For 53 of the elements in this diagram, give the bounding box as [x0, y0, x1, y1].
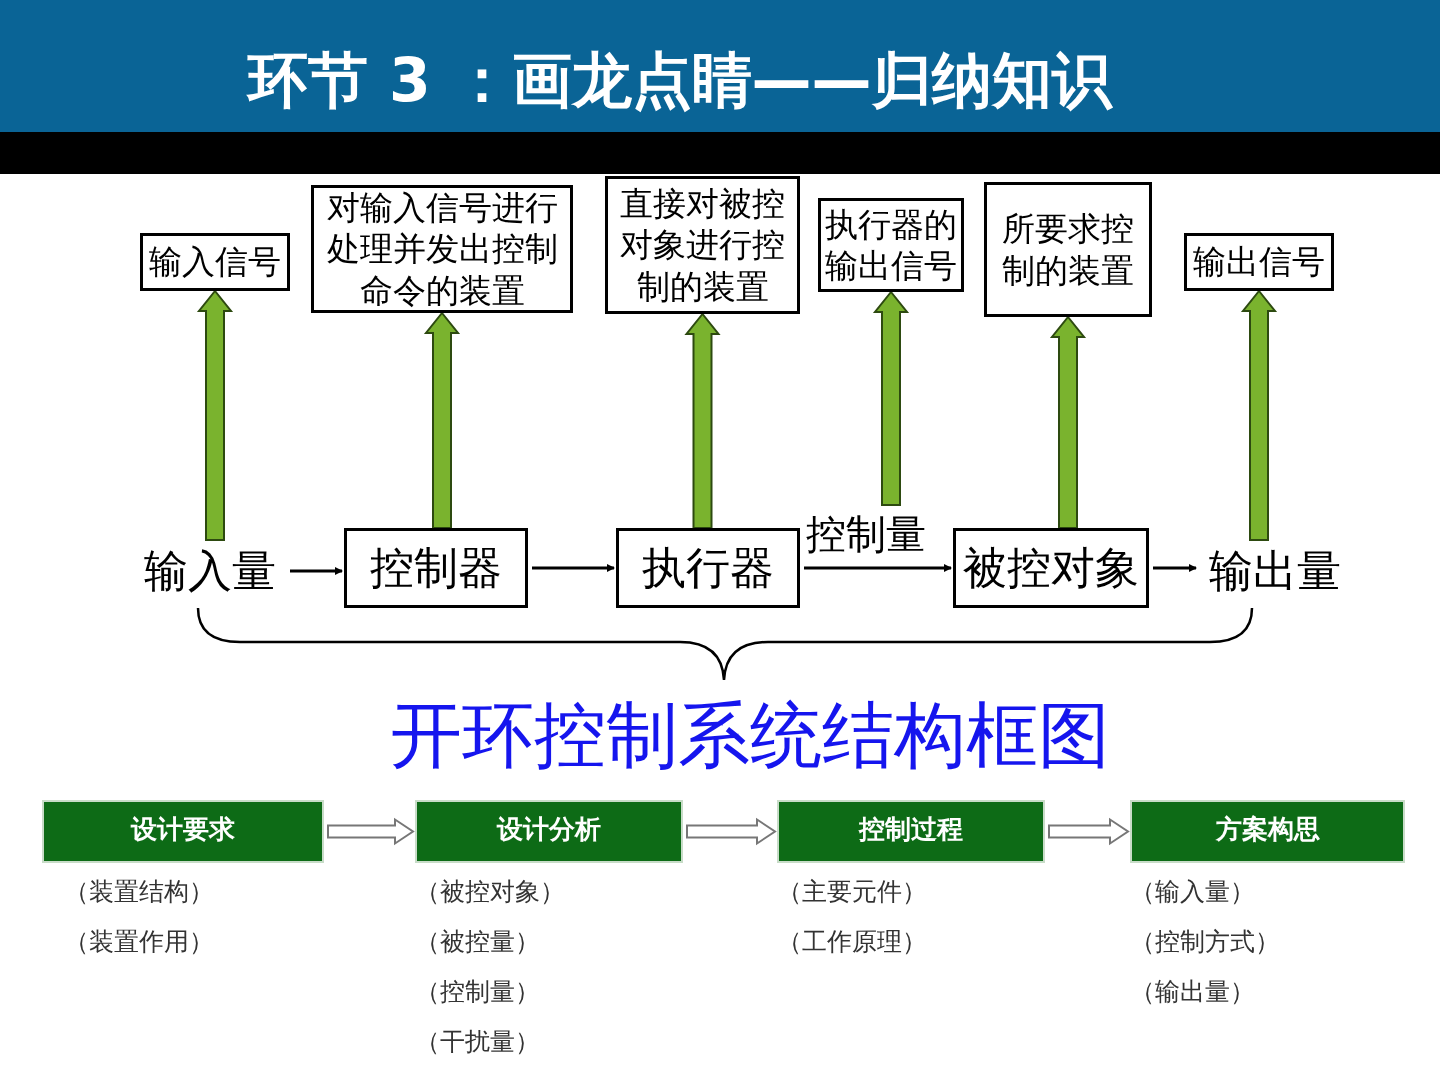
note-text: （工作原理）: [777, 926, 927, 958]
box-text: 设计分析: [497, 814, 601, 846]
box-text: 输入信号: [149, 241, 281, 283]
box-text: 执行器的输出信号: [825, 203, 957, 287]
step-box: [42, 800, 324, 863]
upward-arrow: [684, 312, 721, 529]
note-text: （被控对象）: [415, 876, 565, 908]
upward-arrow: [872, 290, 910, 506]
box-text: 对输入信号进行处理并发出控制命令的装置: [325, 187, 559, 311]
hollow-arrow: [686, 817, 777, 846]
note-text: （被控量）: [415, 926, 541, 958]
arrow: [1153, 564, 1197, 572]
block-box: [953, 528, 1149, 608]
box-text: 设计要求: [131, 814, 235, 846]
arrow: [532, 564, 615, 572]
note-text: （输入量）: [1130, 876, 1256, 908]
box-text: 方案构思: [1215, 814, 1320, 846]
upward-arrow: [1049, 315, 1087, 529]
note-text: （装置结构）: [64, 876, 214, 908]
hollow-arrow: [1048, 817, 1130, 846]
block-box: [1184, 233, 1334, 291]
signal-label: 输出量: [1198, 540, 1352, 602]
box-text: 执行器: [642, 541, 774, 595]
step-box: [415, 800, 683, 863]
upward-arrow: [423, 311, 461, 529]
note-text: （装置作用）: [64, 926, 214, 958]
arrow: [290, 567, 343, 575]
upward-arrow: [196, 289, 234, 541]
box-text: 所要求控制的装置: [1001, 208, 1135, 291]
note-text: （干扰量）: [415, 1026, 541, 1058]
note-text: （主要元件）: [777, 876, 927, 908]
step-box: [1130, 800, 1405, 863]
block-box: [616, 528, 800, 608]
block-box: [984, 182, 1152, 317]
box-text: 输出信号: [1193, 241, 1325, 283]
signal-label: 输入量: [134, 540, 286, 602]
note-text: （控制量）: [415, 976, 541, 1008]
block-box: [344, 528, 528, 608]
note-text: （控制方式）: [1130, 926, 1280, 958]
arrow: [804, 564, 952, 572]
upward-arrow: [1240, 289, 1278, 541]
box-text: 被控对象: [963, 541, 1139, 595]
box-text: 控制器: [370, 541, 502, 595]
slide-title: 环节 3 ：画龙点睛——归纳知识: [248, 44, 1112, 117]
block-box: [140, 233, 290, 291]
box-text: 控制过程: [859, 814, 963, 846]
step-box: [777, 800, 1045, 863]
block-box: [605, 176, 800, 314]
diagram-caption: 开环控制系统结构框图: [389, 692, 1111, 779]
hollow-arrow: [327, 817, 415, 846]
block-box: [818, 198, 964, 292]
note-text: （输出量）: [1130, 976, 1256, 1008]
box-text: 直接对被控对象进行控制的装置: [619, 183, 786, 307]
